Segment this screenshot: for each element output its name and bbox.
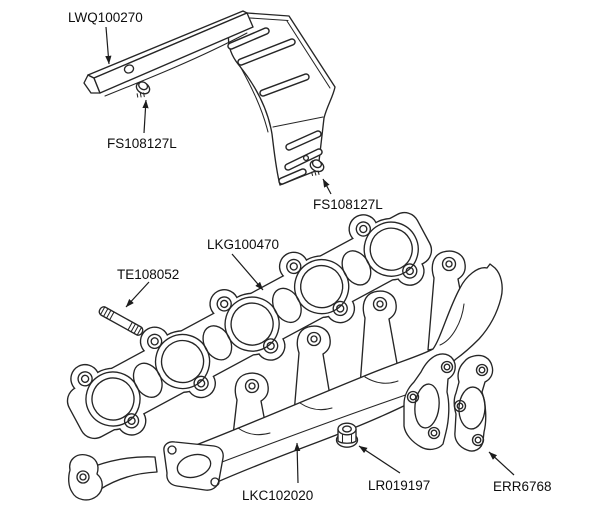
heat-shield-slots — [227, 27, 323, 185]
part-label-stud: TE108052 — [117, 267, 179, 282]
exhaust-manifold-drawing — [68, 250, 503, 501]
part-label-outlet-gasket: ERR6768 — [493, 479, 552, 494]
outlet-flange — [403, 353, 456, 451]
part-label-heat-shield: LWQ100270 — [68, 10, 143, 25]
stud-drawing — [98, 306, 144, 336]
gasket-bolt-holes — [77, 221, 418, 429]
part-label-nut: LR019197 — [368, 478, 430, 493]
nut-drawing — [335, 422, 359, 448]
heat-shield-drawing — [83, 10, 336, 186]
shield-hole-small — [302, 154, 310, 162]
screw-upper-drawing — [135, 81, 151, 98]
part-label-manifold-gasket: LKG100470 — [207, 237, 279, 252]
outlet-gasket-drawing — [453, 354, 494, 452]
part-labels: LWQ100270 FS108127L FS108127L LKG100470 … — [68, 10, 552, 503]
leader-lines — [105, 26, 515, 484]
part-label-exhaust-manifold: LKC102020 — [242, 488, 313, 503]
runner-lug-holes — [244, 256, 457, 394]
part-label-screw-lower: FS108127L — [313, 197, 383, 212]
screw-lower-drawing — [309, 159, 325, 177]
gasket-ports — [85, 221, 419, 427]
manifold-gasket-drawing — [66, 211, 433, 440]
bar-hole — [123, 64, 135, 74]
part-label-screw-upper: FS108127L — [107, 136, 177, 151]
